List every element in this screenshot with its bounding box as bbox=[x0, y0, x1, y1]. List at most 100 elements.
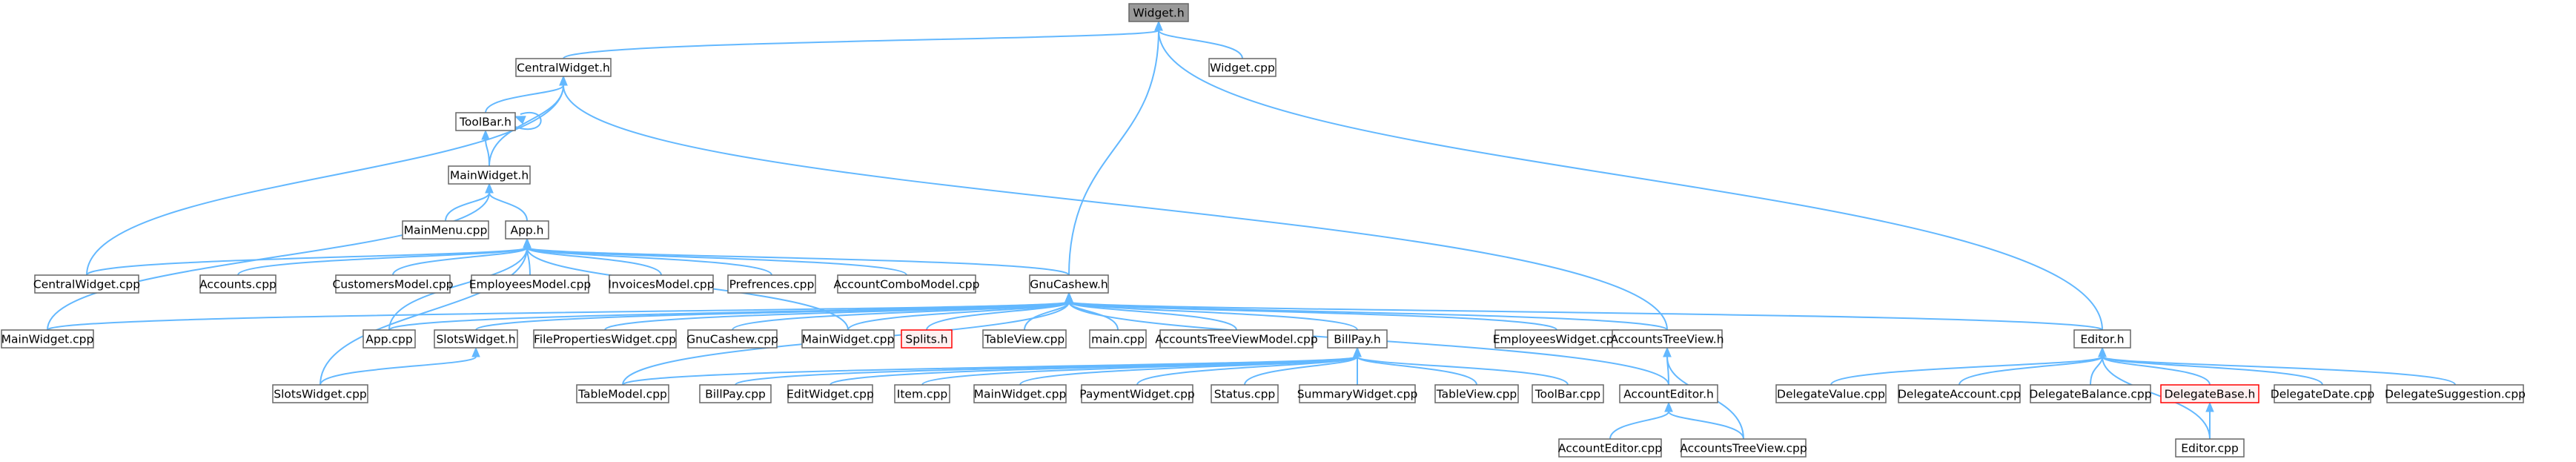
node-billpay-cpp[interactable]: BillPay.cpp bbox=[699, 384, 772, 403]
node-toolbar-h[interactable]: ToolBar.h bbox=[455, 112, 516, 131]
node-accountstreeview-h[interactable]: AccountsTreeView.h bbox=[1610, 329, 1724, 349]
edge-widget_h-to-widget_cpp bbox=[1154, 20, 1243, 59]
arrow-head-icon bbox=[485, 182, 494, 194]
edge-line bbox=[1019, 356, 1358, 386]
node-widget-cpp[interactable]: Widget.cpp bbox=[1208, 58, 1277, 77]
node-paymentwidget-cpp[interactable]: PaymentWidget.cpp bbox=[1079, 384, 1195, 403]
edge-widget_h-to-gnucashew_h bbox=[1068, 20, 1163, 276]
node-mainwidget-h[interactable]: MainWidget.h bbox=[448, 165, 531, 185]
node-slotswidget-h[interactable]: SlotsWidget.h bbox=[434, 329, 518, 349]
edge-app_h-to-gnucashew_h bbox=[523, 237, 1070, 276]
edge-centralwidget_h-to-toolbar_h bbox=[485, 75, 568, 113]
node-mainwidget-cpp-a[interactable]: MainWidget.cpp bbox=[1, 329, 94, 349]
node-billpay-h[interactable]: BillPay.h bbox=[1327, 329, 1388, 349]
node-box bbox=[1434, 384, 1519, 403]
node-label: BillPay.cpp bbox=[705, 388, 766, 401]
node-centralwidget-h[interactable]: CentralWidget.h bbox=[515, 58, 612, 77]
node-accounts-cpp[interactable]: Accounts.cpp bbox=[199, 274, 277, 294]
node-box bbox=[982, 329, 1067, 349]
node-widget-h[interactable]: Widget.h bbox=[1128, 3, 1189, 22]
node-tableview-cpp-b[interactable]: TableView.cpp bbox=[1434, 384, 1519, 403]
node-box bbox=[402, 220, 489, 240]
edge-line bbox=[1136, 356, 1358, 386]
node-delegateaccount-cpp[interactable]: DelegateAccount.cpp bbox=[1898, 384, 2021, 403]
edge-line bbox=[47, 192, 490, 331]
edge-centralwidget_h-to-accountstreeview_h bbox=[559, 75, 1668, 331]
node-employeeswidget-cpp[interactable]: EmployeesWidget.cpp bbox=[1493, 329, 1621, 349]
node-invoicesmodel-cpp[interactable]: InvoicesModel.cpp bbox=[608, 274, 715, 294]
edge-line bbox=[2102, 356, 2323, 386]
edge-line bbox=[2102, 356, 2456, 386]
node-tableview-cpp-a[interactable]: TableView.cpp bbox=[982, 329, 1067, 349]
node-accounteditor-h[interactable]: AccountEditor.h bbox=[1619, 384, 1718, 403]
node-employeesmodel-cpp[interactable]: EmployeesModel.cpp bbox=[469, 274, 592, 294]
node-accounteditor-cpp[interactable]: AccountEditor.cpp bbox=[1558, 438, 1662, 458]
node-label: MainWidget.h bbox=[450, 169, 529, 182]
node-delegatevalue-cpp[interactable]: DelegateValue.cpp bbox=[1775, 384, 1887, 403]
node-slotswidget-cpp[interactable]: SlotsWidget.cpp bbox=[272, 384, 368, 403]
node-box bbox=[533, 329, 677, 349]
edge-line bbox=[1357, 356, 1569, 386]
node-label: GnuCashew.h bbox=[1030, 278, 1107, 291]
node-delegatebalance-cpp[interactable]: DelegateBalance.cpp bbox=[2029, 384, 2152, 403]
node-filepropertieswidget-cpp[interactable]: FilePropertiesWidget.cpp bbox=[533, 329, 677, 349]
node-mainwidget-cpp-b[interactable]: MainWidget.cpp bbox=[801, 329, 895, 349]
node-label: CentralWidget.h bbox=[517, 62, 610, 75]
node-box bbox=[1619, 384, 1718, 403]
node-main-cpp[interactable]: main.cpp bbox=[1089, 329, 1147, 349]
node-box bbox=[699, 384, 772, 403]
node-gnucashew-cpp[interactable]: GnuCashew.cpp bbox=[686, 329, 778, 349]
edge-editor_h-to-editor_cpp bbox=[2098, 346, 2211, 440]
node-editwidget-cpp[interactable]: EditWidget.cpp bbox=[787, 384, 874, 403]
edge-delegatebase_h-to-editor_cpp bbox=[2205, 401, 2214, 439]
edge-line bbox=[485, 139, 490, 167]
arrow-head-icon bbox=[2098, 346, 2107, 357]
node-item-cpp[interactable]: Item.cpp bbox=[894, 384, 950, 403]
node-box bbox=[1612, 329, 1723, 349]
edge-line bbox=[526, 247, 662, 276]
node-status-cpp[interactable]: Status.cpp bbox=[1211, 384, 1279, 403]
edge-widget_h-to-centralwidget_h bbox=[563, 20, 1163, 59]
edge-gnucashew_h-to-accountstreeview_h bbox=[1064, 291, 1668, 331]
node-prefrences-cpp[interactable]: Prefrences.cpp bbox=[727, 274, 816, 294]
node-accountcombomodel-cpp[interactable]: AccountComboModel.cpp bbox=[834, 274, 980, 294]
node-box bbox=[34, 274, 139, 294]
node-customersmodel-cpp[interactable]: CustomersModel.cpp bbox=[332, 274, 454, 294]
node-box bbox=[727, 274, 816, 294]
node-delegatebase-h[interactable]: DelegateBase.h bbox=[2160, 384, 2259, 403]
edge-gnucashew_h-to-tableview_cpp_a bbox=[1024, 291, 1073, 331]
node-label: Splits.h bbox=[905, 333, 947, 346]
node-delegatesuggestion-cpp[interactable]: DelegateSuggestion.cpp bbox=[2385, 384, 2526, 403]
node-editor-h[interactable]: Editor.h bbox=[2073, 329, 2131, 349]
node-toolbar-cpp[interactable]: ToolBar.cpp bbox=[1532, 384, 1604, 403]
node-label: DelegateDate.cpp bbox=[2271, 388, 2374, 401]
node-box bbox=[1327, 329, 1388, 349]
node-label: AccountsTreeViewModel.cpp bbox=[1155, 333, 1317, 346]
node-accountstreeviewmodel-cpp[interactable]: AccountsTreeViewModel.cpp bbox=[1155, 329, 1318, 349]
node-editor-cpp[interactable]: Editor.cpp bbox=[2175, 438, 2245, 458]
node-label: ToolBar.h bbox=[459, 116, 511, 129]
node-box bbox=[434, 329, 518, 349]
node-app-h[interactable]: App.h bbox=[505, 220, 549, 240]
node-tablemodel-cpp[interactable]: TableModel.cpp bbox=[576, 384, 669, 403]
edge-editor_h-to-delegatevalue_cpp bbox=[1830, 346, 2107, 386]
node-box bbox=[1211, 384, 1279, 403]
node-centralwidget-cpp[interactable]: CentralWidget.cpp bbox=[33, 274, 140, 294]
edge-line bbox=[732, 301, 1070, 331]
node-accountstreeview-cpp[interactable]: AccountsTreeView.cpp bbox=[1680, 438, 1807, 458]
node-splits-h[interactable]: Splits.h bbox=[901, 329, 953, 349]
node-gnucashew-h[interactable]: GnuCashew.h bbox=[1029, 274, 1109, 294]
node-mainmenu-cpp[interactable]: MainMenu.cpp bbox=[402, 220, 489, 240]
edge-line bbox=[489, 192, 528, 222]
node-summarywidget-cpp[interactable]: SummaryWidget.cpp bbox=[1297, 384, 1418, 403]
node-box bbox=[1208, 58, 1277, 77]
edge-line bbox=[563, 30, 1159, 59]
edge-line bbox=[47, 301, 1070, 331]
edge-line bbox=[319, 356, 477, 386]
node-label: InvoicesModel.cpp bbox=[608, 278, 714, 291]
node-box bbox=[2160, 384, 2259, 403]
node-delegatedate-cpp[interactable]: DelegateDate.cpp bbox=[2271, 384, 2374, 403]
node-box bbox=[687, 329, 778, 349]
node-app-cpp[interactable]: App.cpp bbox=[362, 329, 416, 349]
node-mainwidget-cpp-c[interactable]: MainWidget.cpp bbox=[973, 384, 1067, 403]
